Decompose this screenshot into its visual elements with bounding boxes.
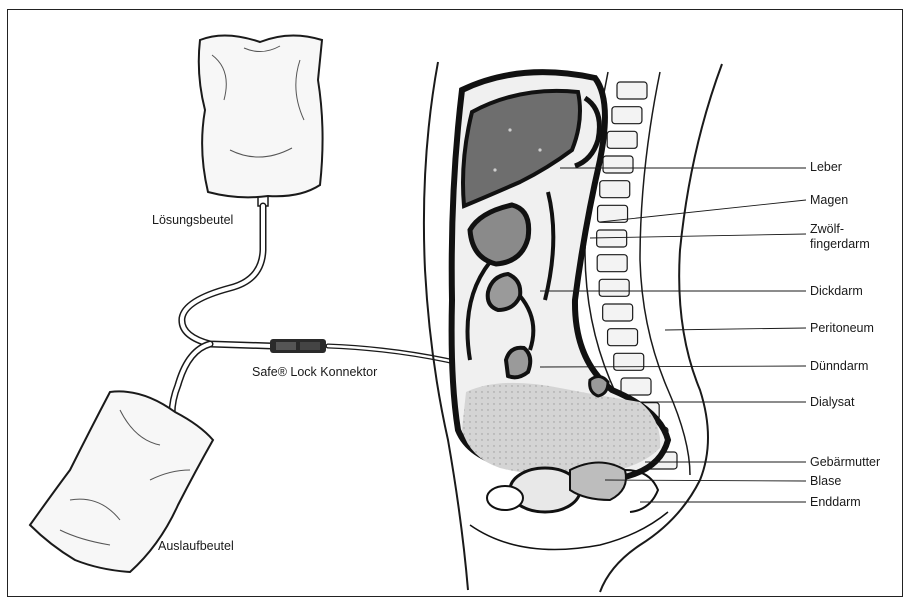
label-drain-bag: Auslaufbeutel xyxy=(158,539,234,553)
label-connector: Safe® Lock Konnektor xyxy=(252,365,377,379)
vertebra xyxy=(608,329,638,346)
vertebra xyxy=(600,181,630,198)
safe-lock-connector xyxy=(270,339,326,353)
vertebra xyxy=(617,82,647,99)
label-colon: Dickdarm xyxy=(810,284,863,298)
vertebra xyxy=(603,304,633,321)
label-bladder: Blase xyxy=(810,474,841,488)
vertebra xyxy=(603,156,633,173)
leader-stomach xyxy=(600,200,806,222)
label-stomach: Magen xyxy=(810,193,848,207)
label-small-intestine: Dünndarm xyxy=(810,359,868,373)
label-rectum: Enddarm xyxy=(810,495,861,509)
vertebra xyxy=(607,131,637,148)
label-uterus: Gebärmutter xyxy=(810,455,880,469)
leader-peritoneum xyxy=(665,328,806,330)
vertebra xyxy=(597,255,627,272)
label-duodenum-line1: Zwölf- xyxy=(810,222,844,236)
label-solution-bag: Lösungsbeutel xyxy=(152,213,233,227)
solution-bag xyxy=(199,35,323,206)
label-duodenum-line2: fingerdarm xyxy=(810,237,870,251)
leader-bladder xyxy=(605,480,806,481)
label-dialysate: Dialysat xyxy=(810,395,854,409)
vertebra xyxy=(597,230,627,247)
vertebra xyxy=(599,279,629,296)
label-liver: Leber xyxy=(810,160,842,174)
vertebra xyxy=(614,353,644,370)
vertebra xyxy=(612,107,642,124)
vertebra xyxy=(621,378,651,395)
label-peritoneum: Peritoneum xyxy=(810,321,874,335)
